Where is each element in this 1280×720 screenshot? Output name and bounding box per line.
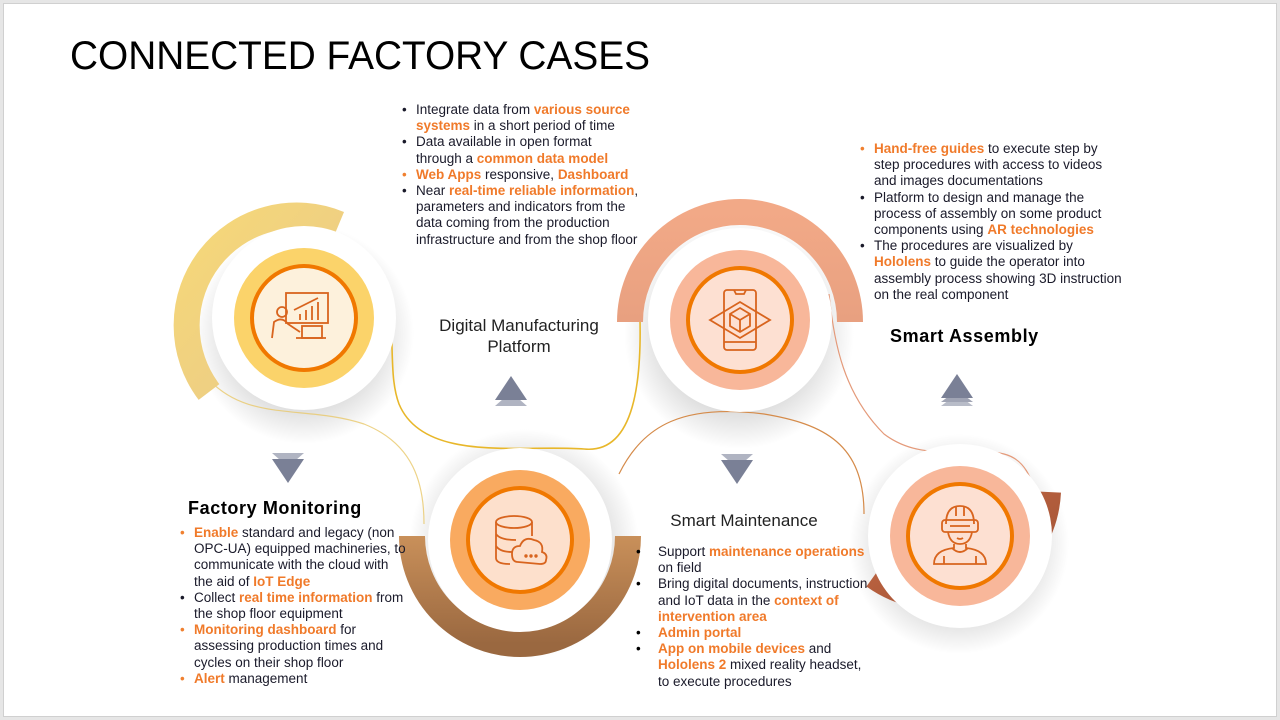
highlight-text: Admin portal <box>658 625 742 641</box>
digital-manufacturing-platform-bullets: Integrate data from various source syste… <box>401 102 641 248</box>
smart-assembly-bullets: Hand-free guides to execute step by step… <box>859 141 1124 303</box>
bullet-text: standard and legacy (non OPC-UA) equippe… <box>194 525 406 589</box>
highlight-text: various source systems <box>416 102 630 134</box>
bullet-text: mixed reality headset, to execute proced… <box>658 657 862 689</box>
bullet-text: Near <box>416 183 450 199</box>
highlight-text: App on mobile devices <box>658 641 806 657</box>
bullet-item: Bring digital documents, instruction and… <box>634 576 874 625</box>
bullet-text: to execute step by step procedures with … <box>874 141 1103 189</box>
bullet-item: Web Apps responsive, Dashboard <box>401 167 641 183</box>
wave-brown <box>618 410 865 515</box>
bullet-item: Monitoring dashboard for assessing produ… <box>179 622 409 671</box>
bullet-text: The procedures are visualized by <box>874 238 1073 254</box>
page-title: CONNECTED FACTORY CASES <box>70 34 650 78</box>
bullet-text: Support <box>658 544 710 559</box>
arrow-down-icon <box>721 454 753 484</box>
highlight-text: Hololens <box>874 254 932 270</box>
database-cloud-icon <box>495 515 548 565</box>
vr-headset-person-icon <box>933 505 987 565</box>
highlight-text: Alert <box>194 670 225 686</box>
arrow-up-icon <box>941 374 973 406</box>
highlight-text: Enable <box>194 525 239 540</box>
bullet-text: management <box>224 670 308 686</box>
arc-gold <box>173 202 344 400</box>
highlight-text: Web Apps <box>416 166 482 182</box>
highlight-text: IoT Edge <box>253 573 311 589</box>
bullet-item: App on mobile devices and Hololens 2 mix… <box>634 641 874 690</box>
bullet-item: Alert management <box>179 671 409 687</box>
bullet-item: Admin portal <box>634 625 874 641</box>
highlight-text: Hand-free guides <box>874 141 985 156</box>
bullet-text: Bring digital documents, instruction and… <box>658 576 868 608</box>
bullet-text: from the shop floor equipment <box>194 589 404 622</box>
bullet-item: Near real-time reliable information, par… <box>401 183 641 248</box>
smart-maintenance-heading: Smart Maintenance <box>670 511 818 530</box>
bullet-text: and <box>805 641 832 657</box>
arc-brown <box>399 535 641 657</box>
bullet-text: responsive, <box>481 166 558 182</box>
bullet-item: Collect real time information from the s… <box>179 590 409 622</box>
bullet-text: Data available in open format through a <box>416 134 592 166</box>
highlight-text: context of intervention area <box>658 592 839 624</box>
bullet-item: Integrate data from various source syste… <box>401 102 641 134</box>
arc-peach <box>617 199 863 323</box>
bullet-text: , parameters and indicators from the dat… <box>416 183 639 247</box>
highlight-text: common data model <box>476 150 609 166</box>
bullet-text: in a short period of time <box>470 118 615 134</box>
smart-assembly-heading: Smart Assembly <box>890 326 1039 346</box>
highlight-text: Monitoring dashboard <box>194 622 337 638</box>
circle-4-inner <box>906 482 1014 590</box>
bullet-item: Enable standard and legacy (non OPC-UA) … <box>179 525 409 590</box>
digital-manufacturing-platform-heading: Digital Manufacturing Platform <box>414 315 624 357</box>
presentation-chart-icon <box>271 292 329 339</box>
wave-peach <box>828 293 1035 500</box>
wave-gold-left <box>203 373 425 525</box>
bullet-text: to guide the operator into assembly proc… <box>874 254 1122 302</box>
bullet-text: Collect <box>194 589 240 605</box>
highlight-text: maintenance operations <box>709 544 865 559</box>
bullet-item: Hand-free guides to execute step by step… <box>859 141 1124 190</box>
highlight-text: AR technologies <box>987 222 1094 238</box>
bullet-text: for assessing production times and cycle… <box>194 622 384 670</box>
bullet-item: Support maintenance operations on field <box>634 544 874 576</box>
highlight-text: Dashboard <box>557 166 629 182</box>
arrow-up-icon <box>495 376 527 406</box>
bullet-text: on field <box>658 560 702 576</box>
slide: CONNECTED FACTORY CASES Integrate data f… <box>3 3 1277 717</box>
bullet-text: Integrate data from <box>416 102 534 117</box>
arrow-down-icon <box>272 453 304 483</box>
bullet-item: Platform to design and manage the proces… <box>859 190 1124 239</box>
ar-phone-cube-icon <box>708 289 772 351</box>
highlight-text: real time information <box>239 589 373 605</box>
circle-2-inner <box>466 486 574 594</box>
bullet-item: Data available in open format through a … <box>401 134 641 166</box>
factory-monitoring-bullets: Enable standard and legacy (non OPC-UA) … <box>179 525 409 687</box>
factory-monitoring-heading: Factory Monitoring <box>188 498 362 518</box>
circle-1-inner <box>250 264 358 372</box>
dmp-heading-line1: Digital Manufacturing <box>439 316 599 335</box>
highlight-text: real-time reliable information <box>449 183 635 199</box>
smart-maintenance-bullets: Support maintenance operations on fieldB… <box>634 544 874 690</box>
dmp-heading-line2: Platform <box>487 337 551 356</box>
bullet-item: The procedures are visualized by Hololen… <box>859 238 1124 303</box>
diagram-graphics <box>173 199 1069 659</box>
highlight-text: Hololens 2 <box>658 657 727 673</box>
bullet-text: Platform to design and manage the proces… <box>874 189 1102 238</box>
